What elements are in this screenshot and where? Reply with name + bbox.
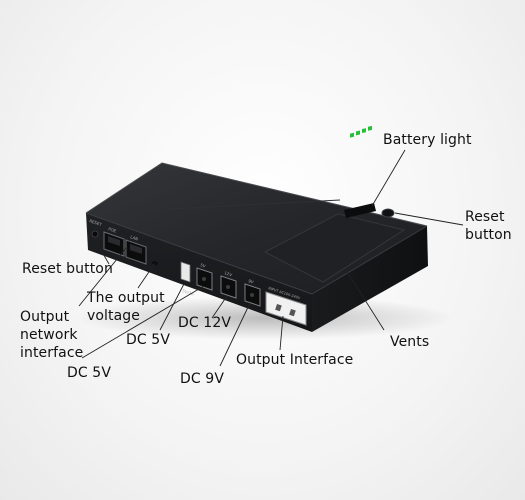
device-top-edge [85, 162, 428, 227]
reset-port-label: RESET [89, 218, 103, 227]
battery-led-1 [350, 132, 354, 138]
usb-port-label: 5V/2A [182, 288, 195, 297]
leader-dc9v [219, 302, 251, 367]
callout-output-voltage: The output voltage [87, 290, 165, 324]
leader-output-interface [279, 315, 284, 351]
battery-led-4 [368, 125, 372, 131]
leader-network-interface [78, 247, 127, 307]
leader-battery-light [371, 149, 406, 207]
callout-dc-12v: DC 12V [178, 315, 231, 331]
device-shadow [75, 296, 455, 340]
battery-led-2 [356, 130, 360, 136]
leader-reset-button-left [93, 237, 110, 265]
dc-9v-port-label: 9V [248, 278, 255, 284]
dc-5v-port-label: 5V [200, 262, 207, 268]
callout-reset-button-right: Reset button [465, 209, 512, 243]
battery-led-3 [362, 128, 366, 134]
device-side-face [312, 226, 428, 332]
poe-port-label: POE [108, 226, 118, 233]
leader-dc5v-upper [159, 281, 186, 331]
callout-vents: Vents [390, 334, 430, 350]
vents-panel [263, 213, 406, 283]
leader-output-voltage [137, 262, 156, 289]
callout-dc-5v-lower: DC 5V [67, 365, 111, 381]
ac-output-socket[interactable] [265, 291, 307, 326]
usb-port[interactable] [180, 261, 191, 283]
leader-reset-button-right [394, 212, 464, 226]
lan-port-label: LAN [130, 234, 139, 241]
leader-vents [345, 269, 385, 331]
leader-dc12v [211, 295, 228, 319]
callout-dc-5v-upper: DC 5V [126, 332, 170, 348]
battery-indicator-window [344, 203, 376, 218]
callout-output-network-interface: Output network interface [20, 309, 84, 361]
callout-output-interface: Output Interface [236, 352, 354, 368]
leader-dc5v-lower [81, 285, 205, 359]
callout-dc-9v: DC 9V [180, 371, 224, 387]
callout-reset-button-left: Reset button [22, 261, 113, 277]
callout-battery-light: Battery light [383, 132, 472, 148]
leader-lines [78, 149, 464, 367]
top-reset-button[interactable] [381, 208, 395, 218]
dc-12v-port-label: 12V [224, 270, 233, 277]
front-reset-hole[interactable] [91, 230, 99, 238]
